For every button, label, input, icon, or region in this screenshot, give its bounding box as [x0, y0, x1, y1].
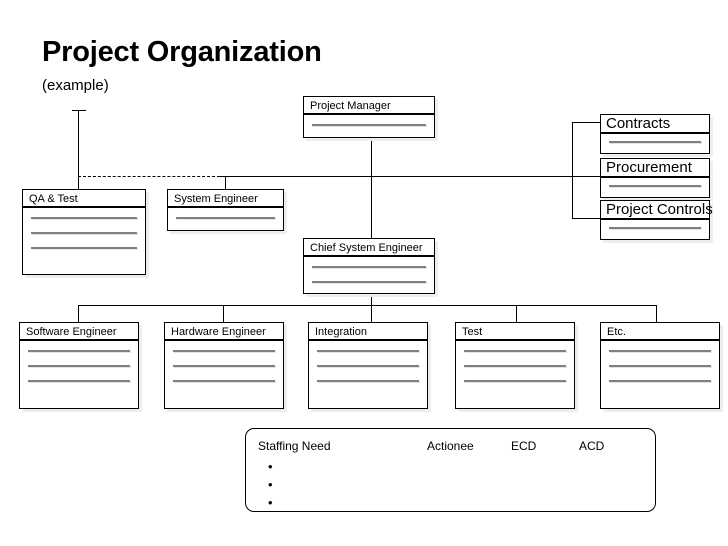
- connector-support-contracts: [572, 122, 600, 123]
- fill-in-rule: [464, 380, 566, 382]
- org-box-qa-test[interactable]: QA & Test: [22, 189, 146, 275]
- fill-in-rule: [312, 124, 426, 126]
- connector-drop-software-engineer: [78, 305, 79, 323]
- org-box-integration[interactable]: Integration: [308, 322, 428, 409]
- fill-in-rule: [317, 350, 419, 352]
- page-subtitle: (example): [42, 77, 109, 94]
- connector-left-trunk-cap: [72, 110, 86, 111]
- org-box-test[interactable]: Test: [455, 322, 575, 409]
- org-box-body-project-manager: [304, 115, 434, 137]
- staffing-bullet-list: • • •: [268, 458, 273, 512]
- org-box-body-chief-system-engineer: [304, 257, 434, 293]
- staffing-need-title: Staffing Need: [258, 439, 331, 453]
- connector-drop-test: [516, 305, 517, 323]
- org-box-title-contracts: Contracts: [601, 115, 709, 134]
- connector-bottom-bus: [78, 305, 656, 306]
- fill-in-rule: [31, 232, 137, 234]
- org-box-body-software-engineer: [20, 341, 138, 408]
- fill-in-rule: [464, 350, 566, 352]
- fill-in-rule: [28, 380, 130, 382]
- org-box-title-hardware-engineer: Hardware Engineer: [165, 323, 283, 341]
- fill-in-rule: [28, 365, 130, 367]
- org-box-body-etc: [601, 341, 719, 408]
- org-box-body-qa-test: [23, 208, 145, 274]
- staffing-need-panel[interactable]: Staffing Need Actionee ECD ACD • • •: [245, 428, 656, 512]
- staffing-col-acd: ACD: [579, 439, 605, 453]
- fill-in-rule: [173, 380, 275, 382]
- connector-system-engineer-drop: [225, 176, 226, 190]
- fill-in-rule: [173, 365, 275, 367]
- fill-in-rule: [609, 227, 701, 229]
- org-box-title-system-engineer: System Engineer: [168, 190, 283, 208]
- org-box-chief-system-engineer[interactable]: Chief System Engineer: [303, 238, 435, 294]
- org-box-body-test: [456, 341, 574, 408]
- org-box-procurement[interactable]: Procurement: [600, 158, 710, 198]
- fill-in-rule: [609, 185, 701, 187]
- org-box-project-manager[interactable]: Project Manager: [303, 96, 435, 138]
- org-box-body-hardware-engineer: [165, 341, 283, 408]
- org-box-software-engineer[interactable]: Software Engineer: [19, 322, 139, 409]
- org-box-body-contracts: [601, 134, 709, 153]
- fill-in-rule: [609, 365, 711, 367]
- connector-drop-hardware-engineer: [223, 305, 224, 323]
- fill-in-rule: [28, 350, 130, 352]
- org-box-hardware-engineer[interactable]: Hardware Engineer: [164, 322, 284, 409]
- list-item[interactable]: •: [268, 495, 273, 510]
- fill-in-rule: [609, 141, 701, 143]
- connector-support-procurement: [572, 176, 600, 177]
- org-box-title-project-manager: Project Manager: [304, 97, 434, 115]
- page-title: Project Organization: [42, 36, 322, 68]
- list-item[interactable]: •: [268, 459, 273, 474]
- connector-left-trunk-vertical: [78, 110, 79, 176]
- fill-in-rule: [317, 365, 419, 367]
- staffing-col-ecd: ECD: [511, 439, 537, 453]
- org-box-body-procurement: [601, 178, 709, 197]
- org-box-title-qa-test: QA & Test: [23, 190, 145, 208]
- org-box-contracts[interactable]: Contracts: [600, 114, 710, 154]
- fill-in-rule: [609, 380, 711, 382]
- fill-in-rule: [312, 266, 426, 268]
- connector-support-trunk: [572, 122, 573, 218]
- org-box-body-integration: [309, 341, 427, 408]
- fill-in-rule: [173, 350, 275, 352]
- connector-drop-etc: [656, 305, 657, 323]
- fill-in-rule: [312, 281, 426, 283]
- org-box-project-controls[interactable]: Project Controls: [600, 200, 713, 240]
- fill-in-rule: [176, 217, 275, 219]
- connector-drop-integration: [371, 305, 372, 323]
- connector-staff-bus-dashed: [78, 176, 220, 177]
- connector-support-project-controls: [572, 218, 600, 219]
- org-box-title-procurement: Procurement: [601, 159, 709, 178]
- connector-pm-spine: [371, 138, 372, 238]
- org-box-title-etc: Etc.: [601, 323, 719, 341]
- fill-in-rule: [317, 380, 419, 382]
- org-box-system-engineer[interactable]: System Engineer: [167, 189, 284, 231]
- connector-qa-test-drop: [78, 176, 79, 190]
- staffing-col-actionee: Actionee: [427, 439, 474, 453]
- org-box-title-integration: Integration: [309, 323, 427, 341]
- org-box-title-test: Test: [456, 323, 574, 341]
- fill-in-rule: [31, 247, 137, 249]
- org-box-title-software-engineer: Software Engineer: [20, 323, 138, 341]
- list-item[interactable]: •: [268, 477, 273, 492]
- fill-in-rule: [609, 350, 711, 352]
- org-box-etc[interactable]: Etc.: [600, 322, 720, 409]
- fill-in-rule: [464, 365, 566, 367]
- org-box-body-project-controls: [601, 220, 709, 239]
- org-box-body-system-engineer: [168, 208, 283, 230]
- connector-staff-bus-solid: [220, 176, 573, 177]
- org-box-title-chief-system-engineer: Chief System Engineer: [304, 239, 434, 257]
- fill-in-rule: [31, 217, 137, 219]
- org-box-title-project-controls: Project Controls: [601, 201, 713, 220]
